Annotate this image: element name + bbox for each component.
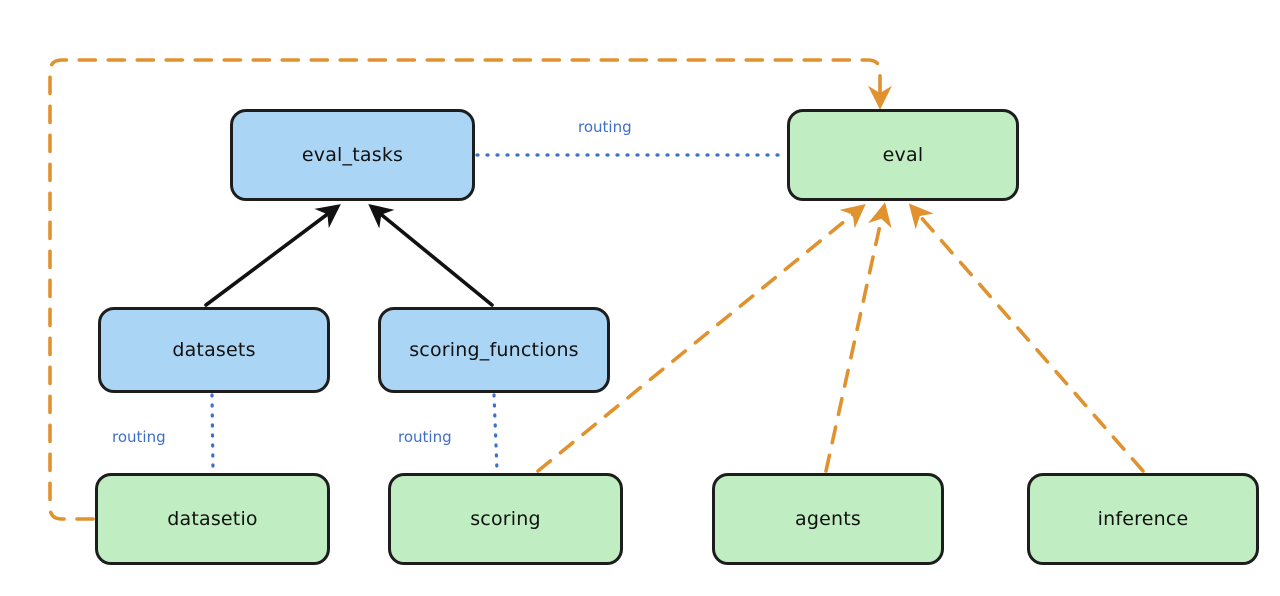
node-eval-label: eval: [882, 143, 924, 166]
edge-datasets-eval_tasks: [204, 204, 341, 307]
edge-datasetio-eval: [48, 58, 892, 521]
node-eval-tasks[interactable]: eval_tasks: [230, 109, 475, 201]
edge-scoring_functions-eval_tasks: [368, 203, 494, 307]
node-datasets[interactable]: datasets: [98, 307, 330, 393]
edge-inference-eval: [908, 203, 1145, 473]
edge-agents-eval: [824, 202, 892, 473]
node-scoring-functions[interactable]: scoring_functions: [378, 307, 610, 393]
node-scoring-functions-label: scoring_functions: [409, 338, 579, 361]
node-inference-label: inference: [1097, 507, 1189, 530]
node-scoring-label: scoring: [470, 507, 541, 530]
node-agents-label: agents: [795, 507, 861, 530]
composition-edges: [204, 203, 494, 307]
edge-label-routing-eval: routing: [578, 118, 632, 136]
node-inference[interactable]: inference: [1027, 473, 1259, 565]
node-agents[interactable]: agents: [712, 473, 944, 565]
node-scoring[interactable]: scoring: [388, 473, 623, 565]
node-datasetio-label: datasetio: [167, 507, 258, 530]
edge-scoring-eval: [536, 203, 866, 473]
edge-label-routing-scoring: routing: [398, 428, 452, 446]
node-datasetio[interactable]: datasetio: [95, 473, 330, 565]
node-datasets-label: datasets: [172, 338, 256, 361]
edge-label-routing-datasetio: routing: [112, 428, 166, 446]
node-eval-tasks-label: eval_tasks: [301, 143, 404, 166]
node-eval[interactable]: eval: [787, 109, 1019, 201]
routing-edges: [210, 153, 787, 473]
dependency-edges: [48, 58, 1145, 521]
